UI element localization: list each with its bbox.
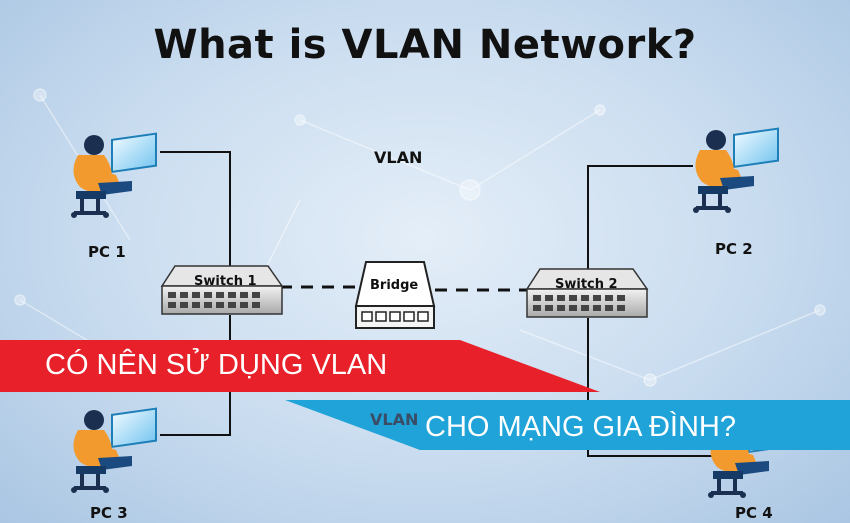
pc3-label: PC 3 — [90, 504, 128, 522]
banner-red — [0, 340, 600, 392]
dashed-links — [280, 285, 528, 292]
link-pc1-switch1 — [160, 151, 231, 268]
link-pc2-switch2 — [587, 165, 693, 270]
vlan-label-bottom: VLAN — [370, 410, 419, 429]
pc3-icon — [69, 406, 158, 495]
background-network — [14, 88, 826, 387]
switch2-icon — [525, 268, 649, 318]
links — [160, 151, 720, 457]
page-title: What is VLAN Network? — [153, 22, 697, 68]
link-switch2-pc4 — [587, 318, 720, 457]
banner-line2: CHO MẠNG GIA ĐÌNH? — [425, 411, 736, 443]
bridge-label: Bridge — [370, 278, 419, 293]
banner-line1: CÓ NÊN SỬ DỤNG VLAN — [45, 349, 388, 381]
banner-blue — [285, 400, 850, 450]
switch1-label: Switch 1 — [194, 274, 257, 289]
vlan-label-top: VLAN — [374, 148, 423, 167]
bridge-icon — [354, 261, 436, 329]
pc4-label: PC 4 — [735, 504, 773, 522]
switch1-icon — [160, 265, 284, 315]
pc1-label: PC 1 — [88, 243, 126, 261]
pc2-label: PC 2 — [715, 240, 753, 258]
switch2-label: Switch 2 — [555, 277, 618, 292]
pc1-icon — [69, 131, 158, 220]
pc2-icon — [691, 126, 780, 215]
